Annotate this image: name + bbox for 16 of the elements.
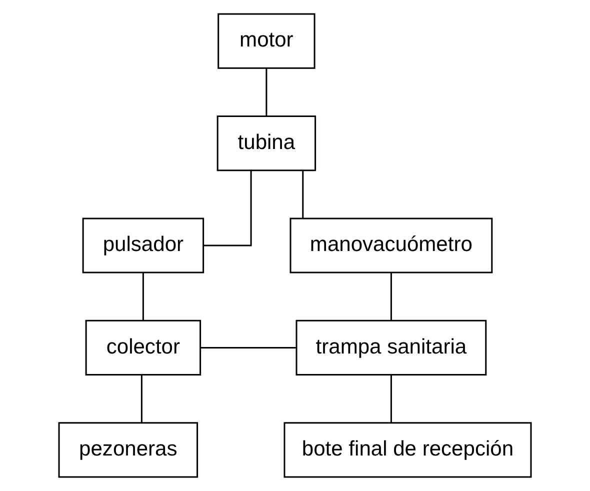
node-box: pezoneras (58, 422, 198, 478)
node-box: tubina (216, 115, 316, 172)
connector (200, 346, 296, 348)
connector (390, 375, 392, 422)
connector (302, 170, 304, 218)
node-box: motor (218, 13, 316, 69)
connector (142, 272, 144, 320)
node-box: colector (85, 320, 202, 376)
node-box: trampa sanitaria (296, 320, 487, 376)
node-box: manovacuómetro (290, 218, 493, 274)
connector (390, 272, 392, 320)
connector (140, 375, 142, 422)
node-box: pulsador (82, 218, 204, 274)
connector (266, 68, 268, 116)
connector (203, 170, 252, 246)
node-box: bote final de recepción (284, 422, 532, 478)
